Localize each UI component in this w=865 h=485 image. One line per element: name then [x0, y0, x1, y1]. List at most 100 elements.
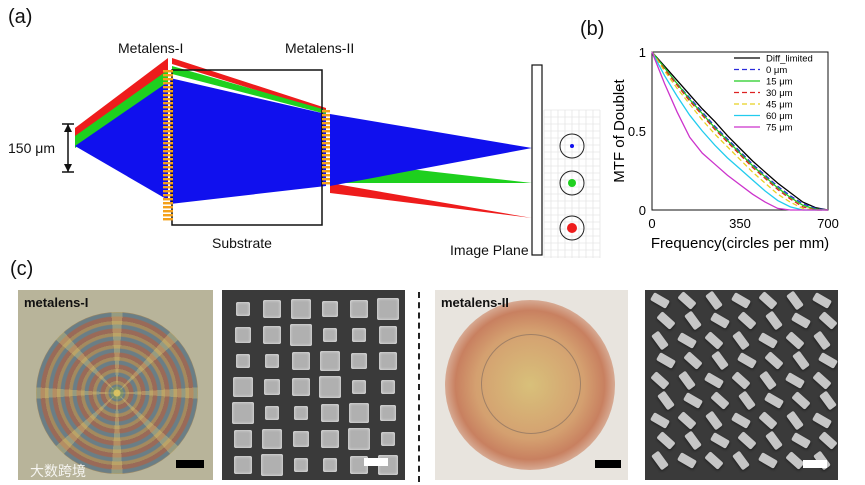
nanofin	[704, 451, 723, 470]
series-line	[652, 52, 828, 210]
nanopillar	[163, 178, 173, 180]
nanopillar	[322, 126, 330, 128]
nanopillar	[236, 302, 250, 316]
nanofin	[651, 331, 669, 351]
nanopillar	[163, 214, 173, 216]
legend-entry: 0 μm	[766, 65, 787, 76]
nanofin	[657, 391, 675, 411]
series-line	[652, 52, 828, 210]
nanopillar	[381, 432, 395, 446]
nanofin	[737, 352, 757, 369]
image-plane	[532, 65, 542, 255]
metalens-2-rim	[481, 334, 581, 434]
nanopillar	[322, 130, 330, 132]
nanopillar	[352, 380, 366, 394]
nanopillar	[234, 456, 252, 474]
nanofin	[765, 431, 783, 451]
nanofin	[678, 371, 696, 391]
nanopillar	[320, 351, 340, 371]
nanopillar	[163, 126, 173, 128]
nanopillar	[163, 170, 173, 172]
nanopillar	[352, 328, 366, 342]
red-rays-out	[330, 183, 532, 218]
nanopillar	[381, 380, 395, 394]
nanopillar	[163, 154, 173, 156]
y-tick-label: 0.5	[628, 124, 646, 139]
nanofin	[812, 412, 832, 429]
legend-entry: 60 μm	[766, 111, 793, 122]
nanofin	[677, 291, 696, 310]
nanofin	[765, 311, 783, 331]
nanopillar	[321, 430, 339, 448]
nanofin	[785, 372, 805, 389]
nanopillar	[163, 74, 173, 76]
nanofin	[710, 391, 729, 410]
metalens-2-sem	[645, 290, 838, 480]
nanopillar	[261, 454, 283, 476]
nanopillar	[322, 301, 338, 317]
nanofin	[737, 311, 756, 330]
nanofin	[651, 451, 669, 471]
nanopillar	[163, 218, 173, 220]
scale-bar	[803, 460, 827, 468]
nanofin	[683, 351, 702, 370]
nanopillar	[291, 299, 311, 319]
nanopillar	[322, 138, 330, 140]
spot	[568, 179, 576, 187]
nanopillar	[163, 106, 173, 108]
nanopillar	[236, 354, 250, 368]
nanofin	[705, 411, 723, 431]
nanofin	[656, 352, 676, 369]
nanopillar	[163, 206, 173, 208]
nanopillar	[163, 114, 173, 116]
nanofin	[650, 412, 670, 429]
nanofin	[812, 371, 831, 390]
nanofin	[650, 371, 669, 390]
nanopillar	[294, 458, 308, 472]
nanopillar	[322, 122, 330, 124]
scale-bar	[595, 460, 621, 468]
nanopillar	[322, 182, 330, 184]
metalens-1-micrograph: metalens-I	[18, 290, 213, 480]
nanopillar	[322, 114, 330, 116]
nanopillar	[163, 138, 173, 140]
nanopillar	[294, 406, 308, 420]
nanofin	[737, 431, 756, 450]
y-tick-label: 1	[639, 45, 646, 60]
nanopillar	[163, 90, 173, 92]
legend-entry: 75 μm	[766, 123, 793, 134]
nanopillar	[235, 327, 251, 343]
legend-entry: 45 μm	[766, 100, 793, 111]
nanofin	[683, 392, 703, 409]
nanofin	[785, 331, 804, 350]
nanofin	[677, 411, 696, 430]
nanopillar	[163, 210, 173, 212]
nanopillar	[323, 328, 337, 342]
nanopillar	[322, 178, 330, 180]
nanopillar	[163, 198, 173, 200]
nanofin	[759, 371, 777, 391]
nanopillar	[322, 154, 330, 156]
x-tick-label: 350	[729, 216, 751, 231]
nanofin	[758, 332, 778, 349]
aperture-label: 150 μm	[8, 140, 55, 156]
nanopillar	[163, 118, 173, 120]
metalens-2-tag: metalens-II	[441, 295, 509, 310]
x-tick-label: 0	[648, 216, 655, 231]
x-axis-label: Frequency(circles per mm)	[651, 235, 829, 252]
series-line	[652, 52, 828, 210]
nanopillar	[163, 122, 173, 124]
nanofin	[818, 352, 838, 369]
nanopillar	[322, 118, 330, 120]
nanopillar	[322, 166, 330, 168]
nanopillar	[292, 378, 310, 396]
nanofin	[732, 451, 750, 471]
nanopillar	[322, 142, 330, 144]
nanofin	[731, 292, 751, 309]
nanopillar	[290, 324, 312, 346]
nanopillar	[379, 352, 397, 370]
nanopillar	[163, 194, 173, 196]
nanofin	[818, 431, 837, 450]
y-tick-label: 0	[639, 203, 646, 218]
